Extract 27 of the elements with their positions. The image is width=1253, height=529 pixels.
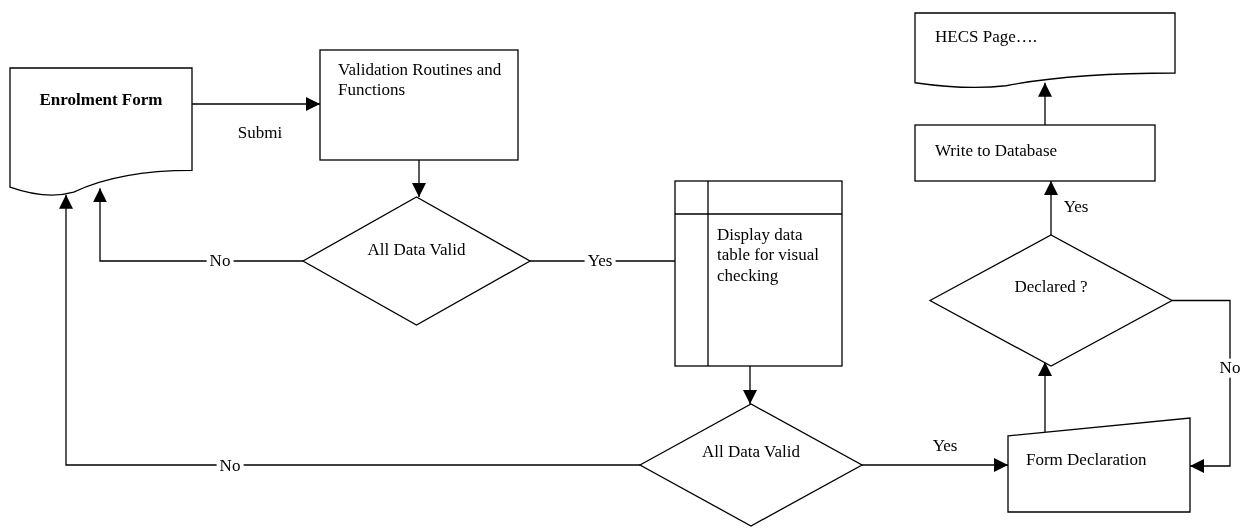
- internal-storage-shape: [675, 181, 842, 366]
- process-box: [915, 125, 1155, 181]
- decision-diamond: [930, 235, 1172, 366]
- decision-diamond: [303, 197, 530, 325]
- arrow: [1038, 82, 1052, 126]
- arrow: [412, 159, 426, 198]
- arrow: [93, 187, 304, 262]
- decision-diamond: [640, 404, 862, 526]
- node-text: Form Declaration: [1026, 450, 1148, 471]
- node-text: Validation Routines and Functions: [338, 60, 503, 101]
- process-box: [320, 50, 518, 160]
- node-text: Write to Database: [935, 141, 1059, 162]
- node-text: All Data Valid: [701, 442, 801, 463]
- node-text: All Data Valid: [366, 240, 467, 261]
- node-text: Declared ?: [1013, 277, 1089, 298]
- manual-input-shape: [1008, 418, 1190, 512]
- arrow: [59, 194, 641, 466]
- arrow: [743, 365, 757, 405]
- node-text: HECS Page….: [935, 27, 1038, 48]
- arrow: [1038, 361, 1052, 433]
- node-text: Enrolment Form: [38, 90, 164, 111]
- node-text: Display data table for visual checking: [717, 225, 820, 287]
- document-shape: [10, 68, 192, 196]
- arrow: [1044, 180, 1058, 236]
- document-shape: [915, 13, 1175, 88]
- arrow: [1171, 299, 1231, 473]
- arrow: [861, 458, 1009, 472]
